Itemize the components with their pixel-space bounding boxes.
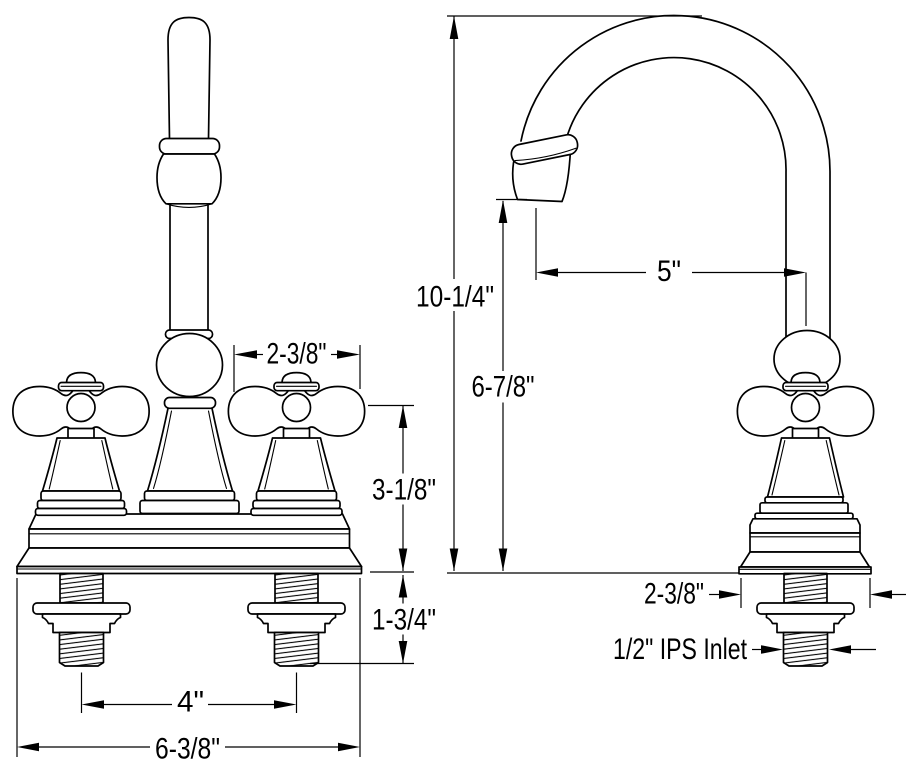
side-view (510, 14, 875, 667)
dim-front-shank-length: 1-3/4" (310, 575, 436, 665)
side-handle (736, 371, 875, 440)
dim-side-inlet: 1/2" IPS Inlet (613, 633, 876, 666)
dim-side-spout-reach: 5" (535, 208, 807, 326)
side-shank (756, 572, 855, 667)
spout-riser (139, 16, 240, 515)
dim-side-base-depth: 2-3/8" (644, 578, 906, 611)
dim-front-height: 3-1/8" (368, 404, 436, 573)
right-handle (228, 373, 364, 516)
dim-label-front-overall-width: 6-3/8" (155, 733, 220, 766)
dim-label-front-handle-width: 2-3/8" (267, 338, 327, 371)
dimension-annotations: 2-3/8" 3-1/8" 1-3/4" (16, 15, 906, 766)
dim-label-front-height: 3-1/8" (372, 474, 436, 507)
dim-front-overall-width: 6-3/8" (16, 578, 361, 766)
spout-aerator-collar (510, 133, 579, 166)
left-handle (13, 373, 149, 516)
dim-label-front-shank-length: 1-3/4" (372, 604, 436, 637)
deck-base (16, 513, 363, 575)
dim-label-front-centers: 4" (177, 686, 204, 719)
dim-label-side-spout-reach: 5" (657, 255, 681, 288)
dim-side-overall-height: 10-1/4" (416, 15, 702, 571)
side-base (738, 437, 872, 575)
dim-label-side-spout-height: 6-7/8" (472, 371, 535, 404)
right-shank (247, 572, 346, 667)
gooseneck-spout (510, 14, 841, 389)
left-shank (32, 572, 131, 667)
dim-front-handle-width: 2-3/8" (233, 338, 361, 392)
dim-side-spout-height: 6-7/8" (472, 198, 535, 571)
dim-label-side-overall-height: 10-1/4" (416, 281, 494, 314)
dim-label-side-inlet: 1/2" IPS Inlet (613, 633, 748, 666)
dim-label-side-base-depth: 2-3/8" (644, 578, 704, 611)
front-view (13, 16, 365, 667)
dim-front-centers: 4" (80, 672, 298, 719)
